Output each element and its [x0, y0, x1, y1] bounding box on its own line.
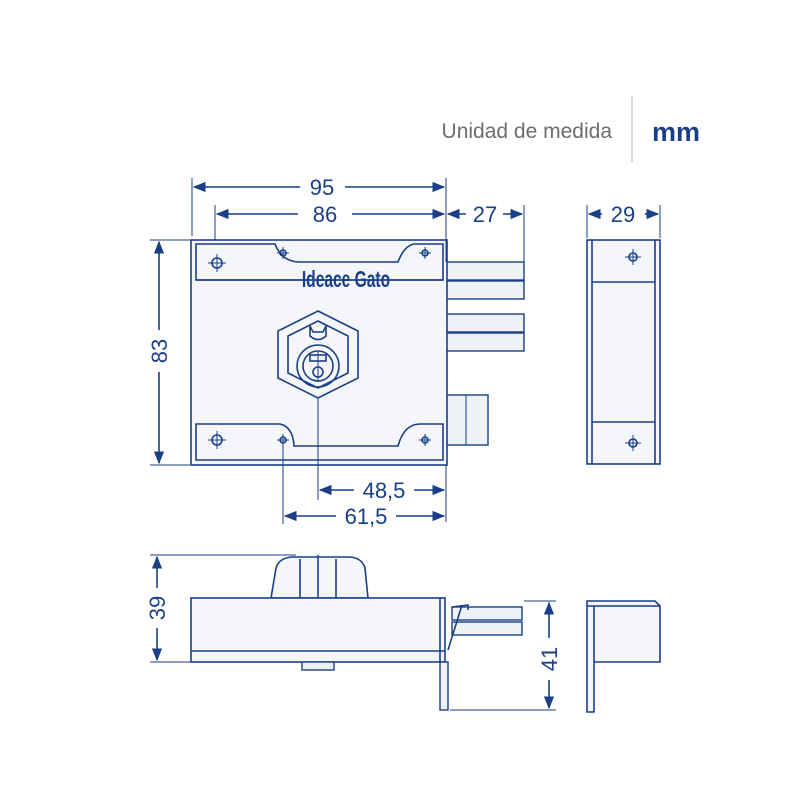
- side-screw-hole-top: [625, 249, 641, 265]
- lock-end-view: [586, 600, 661, 713]
- side-view-dimensions: 29: [586, 202, 661, 238]
- unit-value: mm: [652, 117, 700, 147]
- front-view-dimensions: 95 86 27 83 48,5 61,5: [147, 175, 525, 529]
- bolt-upper-1: [445, 261, 525, 281]
- screw-hole-bottom-left: [208, 431, 226, 449]
- lock-side-view: [586, 239, 661, 465]
- dim-backset-key: 48,5: [363, 478, 406, 503]
- dim-bolt-projection: 27: [473, 202, 497, 227]
- dim-height: 83: [147, 339, 172, 363]
- lock-top-view: [190, 555, 523, 711]
- dim-width-case: 86: [313, 202, 337, 227]
- screw-hole-bottom-right: [419, 434, 431, 446]
- dim-width-overall: 95: [310, 175, 334, 200]
- lock-body-top: [190, 597, 446, 663]
- latch-bolt: [445, 394, 489, 446]
- bolt-lower-2: [445, 332, 525, 352]
- side-screw-hole-bottom: [625, 435, 641, 451]
- cat-head-icon: [309, 325, 327, 341]
- bolt-upper-2: [445, 280, 525, 300]
- screw-hole-top-center: [277, 247, 289, 259]
- brand-logo-text: Ideace Gato: [302, 267, 390, 293]
- dim-backset-edge: 61,5: [345, 504, 388, 529]
- top-view-dimensions: 39 41: [145, 554, 562, 711]
- knob: [270, 556, 369, 599]
- screw-hole-top-left: [208, 254, 226, 272]
- unit-label: Unidad de medida: [442, 120, 613, 143]
- faceplate-lower-outline: [195, 423, 444, 461]
- lock-front-view: Ideace Gato: [190, 239, 525, 466]
- screw-hole-top-right: [419, 247, 431, 259]
- bolt-lower-1: [445, 313, 525, 333]
- dim-depth: 29: [611, 202, 635, 227]
- dim-total-depth: 41: [537, 647, 562, 671]
- dim-knob-height: 39: [145, 596, 170, 620]
